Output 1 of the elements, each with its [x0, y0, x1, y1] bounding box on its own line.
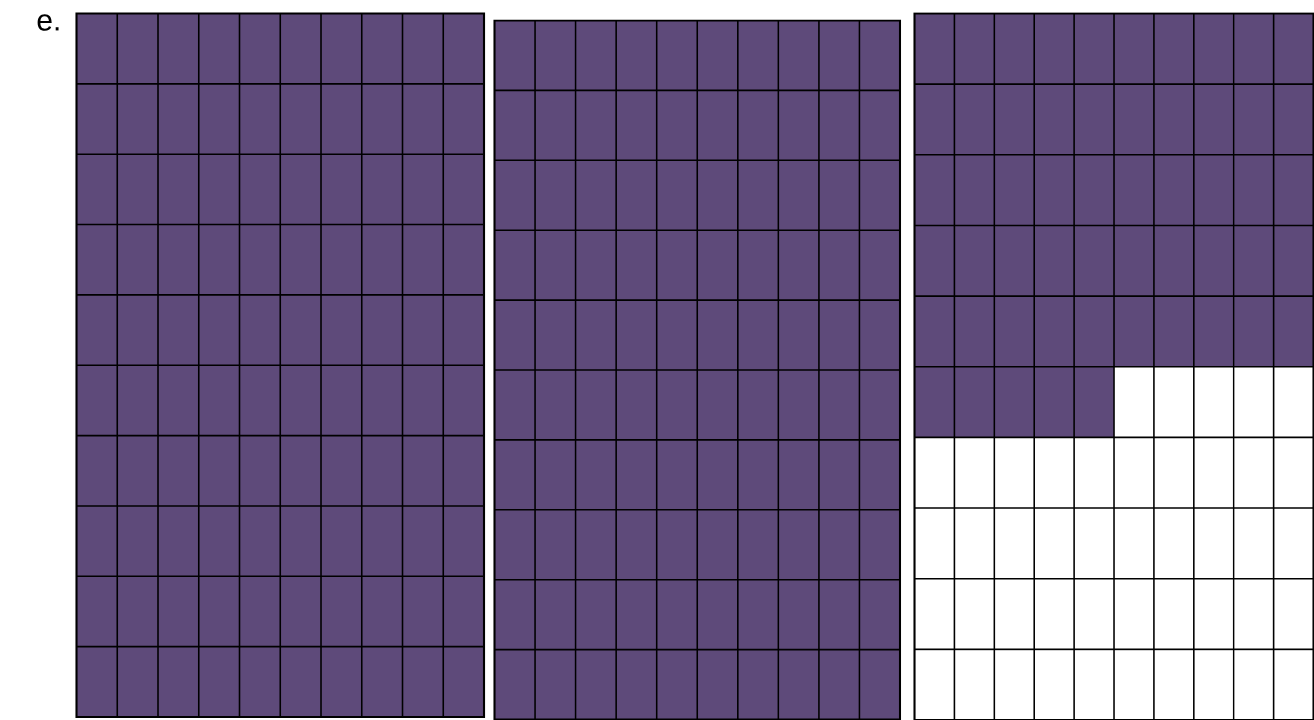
panel-label: e. [37, 14, 59, 31]
